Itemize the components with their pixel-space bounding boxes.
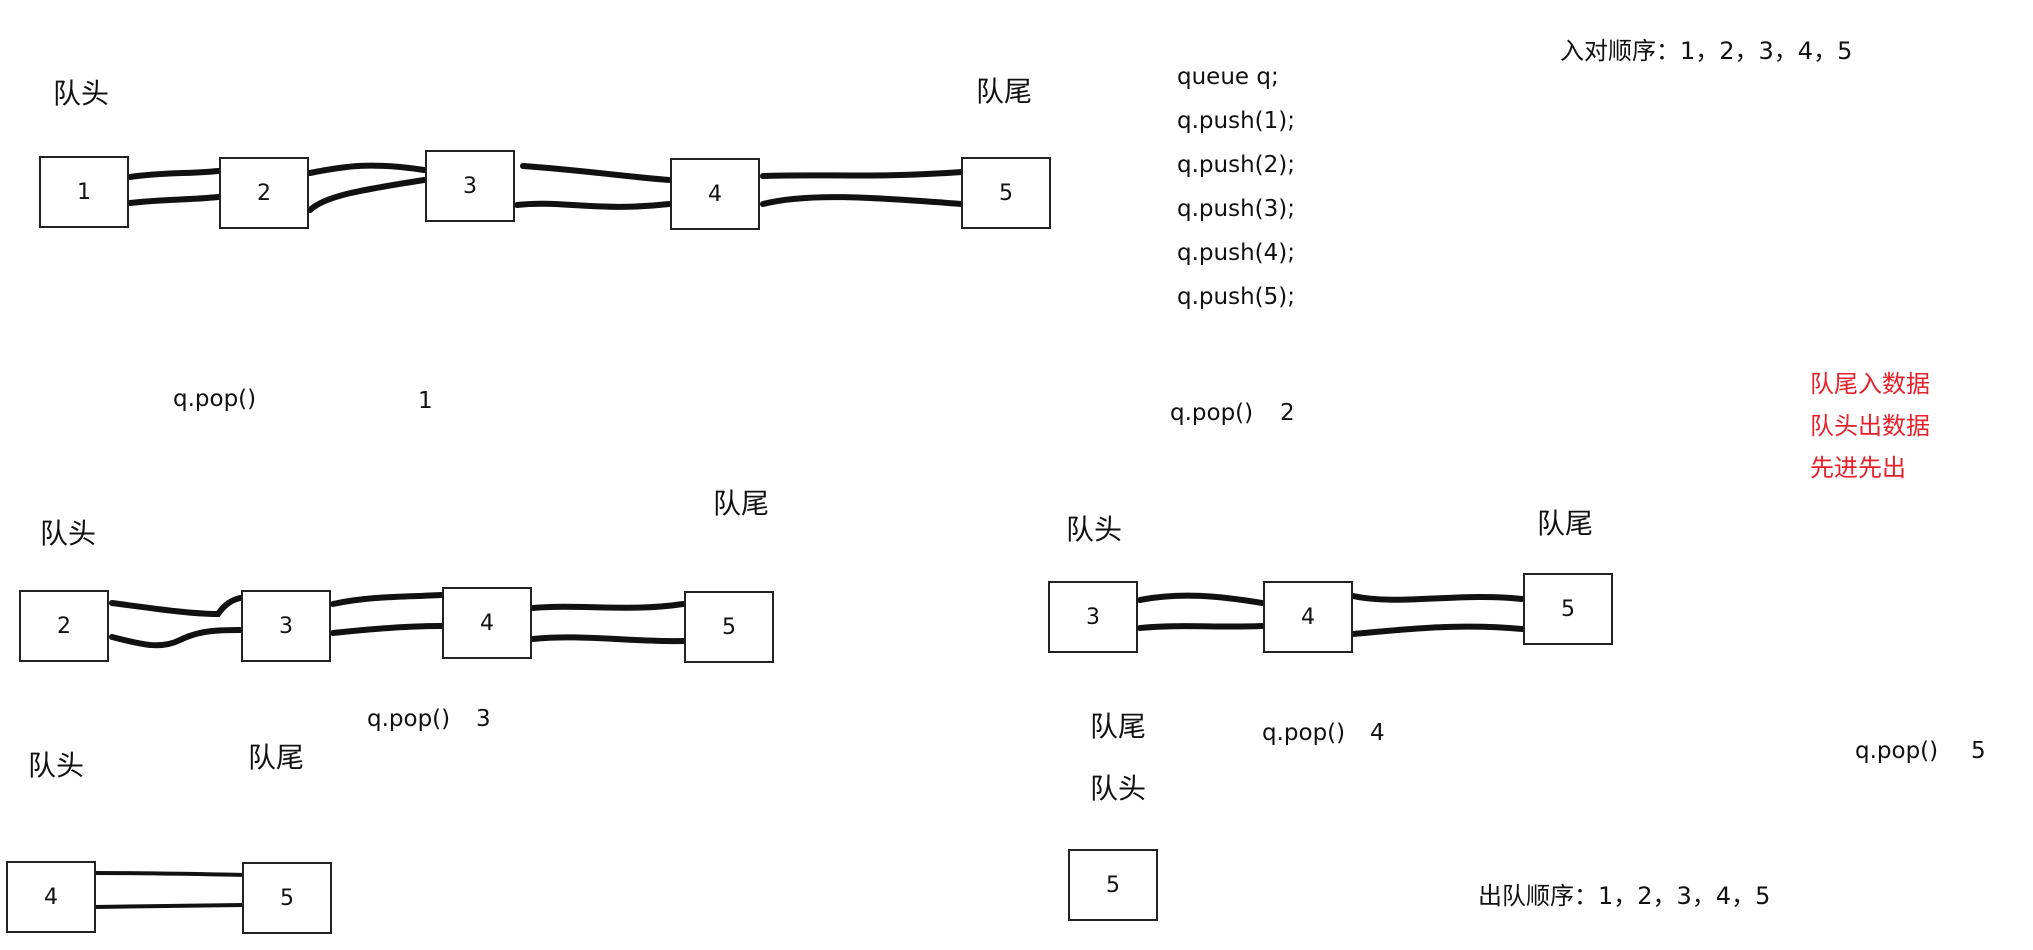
pop-call: q.pop(): [1855, 738, 1939, 764]
link-wire: [92, 903, 245, 909]
head-label: 队头: [53, 77, 110, 110]
queue-node: 5: [1068, 849, 1158, 921]
popped-value: 2: [1280, 400, 1295, 426]
popped-value: 3: [476, 706, 491, 732]
tail-label: 队尾: [1537, 507, 1594, 540]
link-wire: [109, 627, 243, 649]
pop-call: q.pop(): [1170, 400, 1254, 426]
rule-text: 队尾入数据: [1810, 370, 1930, 398]
node-value: 3: [463, 174, 477, 199]
rule-text: 队头出数据: [1810, 412, 1930, 440]
head-label: 队头: [1066, 513, 1123, 546]
queue-node: 2: [19, 590, 109, 662]
link-wire: [1137, 623, 1265, 631]
pop-call: q.pop(): [1262, 720, 1346, 746]
tail-label: 队尾: [248, 741, 305, 774]
link-wire: [307, 162, 427, 176]
link-wire: [514, 200, 672, 210]
pop-call: q.pop(): [367, 706, 451, 732]
link-wire: [1350, 593, 1525, 603]
popped-value: 4: [1370, 720, 1385, 746]
queue-node: 3: [241, 590, 331, 662]
queue-node: 3: [1048, 581, 1138, 653]
queue-node: 4: [1263, 581, 1353, 653]
node-value: 2: [257, 181, 271, 206]
link-wire: [530, 634, 687, 645]
node-value: 5: [1106, 873, 1120, 898]
queue-node: 2: [219, 157, 309, 229]
code-line: q.push(4);: [1177, 240, 1295, 266]
node-value: 1: [77, 180, 91, 205]
link-wire: [1137, 592, 1265, 606]
link-wire: [127, 194, 221, 206]
head-label: 队头: [28, 749, 85, 782]
queue-node: 5: [242, 862, 332, 934]
tail-label: 队尾: [713, 487, 770, 520]
dequeue-order: 出队顺序：1，2，3，4，5: [1478, 882, 1771, 910]
rule-text: 先进先出: [1810, 454, 1906, 482]
queue-node: 4: [6, 861, 96, 933]
node-value: 2: [57, 614, 71, 639]
queue-node: 5: [684, 591, 774, 663]
node-value: 4: [44, 885, 58, 910]
tail-label: 队尾: [976, 75, 1033, 108]
node-value: 4: [480, 611, 494, 636]
link-wire: [760, 169, 965, 179]
link-wire: [330, 623, 444, 636]
queue-node: 5: [1523, 573, 1613, 645]
head-label: 队头: [40, 517, 97, 550]
queue-node: 3: [425, 150, 515, 222]
link-wire: [330, 592, 444, 607]
link-wire: [1350, 623, 1535, 637]
node-value: 5: [722, 615, 736, 640]
link-wire: [307, 177, 427, 213]
link-wire: [92, 871, 248, 877]
queue-node: 1: [39, 156, 129, 228]
queue-node: 4: [670, 158, 760, 230]
code-line: q.push(3);: [1177, 196, 1295, 222]
link-wire: [127, 168, 221, 180]
popped-value: 1: [418, 388, 433, 414]
link-wire: [760, 194, 965, 207]
node-value: 5: [280, 886, 294, 911]
code-line: queue q;: [1177, 64, 1279, 90]
enqueue-order: 入对顺序：1，2，3，4，5: [1560, 37, 1853, 65]
queue-node: 5: [961, 157, 1051, 229]
popped-value: 5: [1971, 738, 1986, 764]
node-value: 3: [279, 614, 293, 639]
link-wire: [520, 163, 672, 183]
node-value: 5: [999, 181, 1013, 206]
queue-node: 4: [442, 587, 532, 659]
code-line: q.push(1);: [1177, 108, 1295, 134]
head-label: 队头: [1090, 772, 1147, 805]
node-value: 3: [1086, 605, 1100, 630]
tail-label: 队尾: [1090, 710, 1147, 743]
pop-call: q.pop(): [173, 386, 257, 412]
code-line: q.push(5);: [1177, 284, 1295, 310]
code-line: q.push(2);: [1177, 152, 1295, 178]
node-value: 5: [1561, 597, 1575, 622]
node-value: 4: [708, 182, 722, 207]
link-wire: [109, 595, 243, 618]
link-wire: [530, 601, 686, 611]
node-value: 4: [1301, 605, 1315, 630]
